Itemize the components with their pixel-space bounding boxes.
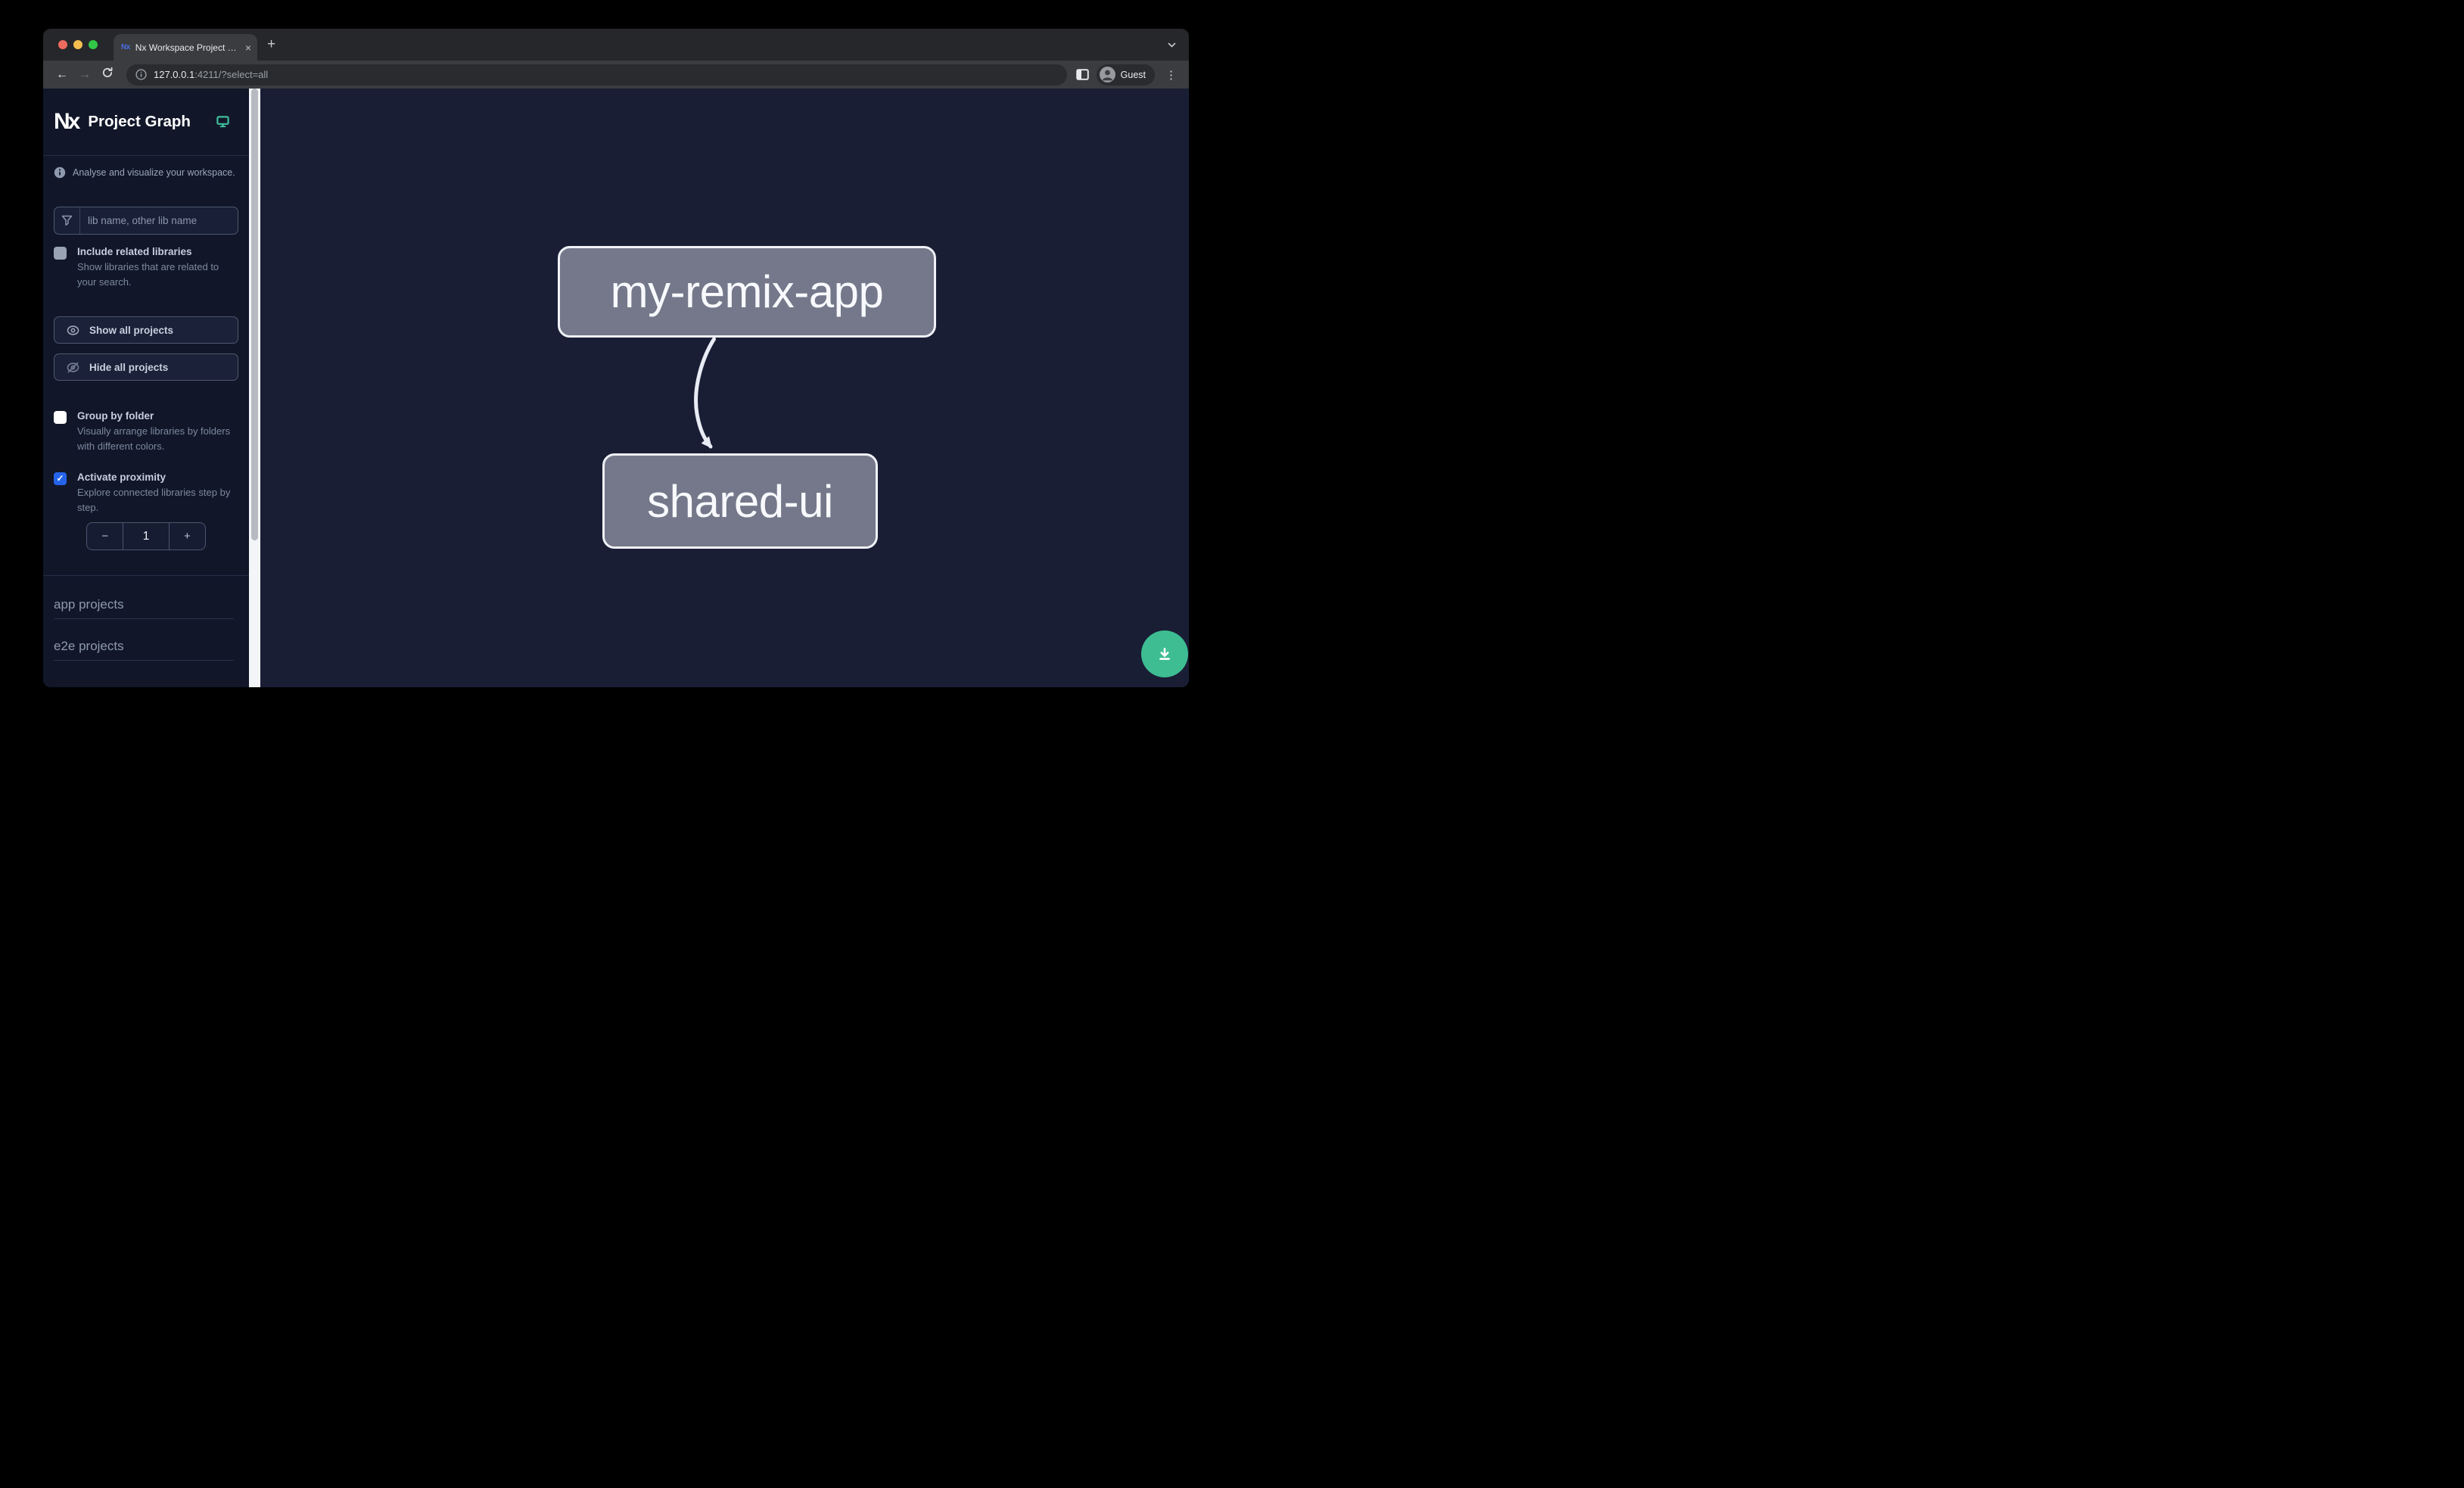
sidebar-divider [43,575,249,576]
activate-proximity-label: Activate proximity [77,472,166,483]
dependency-edge [694,337,716,449]
activate-proximity-option: ✓ Activate proximity Explore connected l… [43,472,249,515]
project-graph-canvas[interactable]: my-remix-app shared-ui [260,89,1189,687]
url-path: :4211/?select=all [194,69,269,80]
proximity-increment-button[interactable]: + [183,530,191,543]
sidebar-header: Nx Project Graph [43,89,249,156]
download-image-button[interactable] [1141,630,1188,677]
hide-all-projects-button[interactable]: Hide all projects [54,353,238,381]
include-related-checkbox[interactable] [54,247,67,260]
info-icon [54,167,66,179]
download-icon [1159,647,1170,660]
search-box [54,207,238,235]
group-by-folder-checkbox[interactable] [54,411,67,424]
tab-strip: Nx Nx Workspace Project Graph × + [43,29,1189,61]
reload-button[interactable] [98,67,117,82]
workspace-tagline: Analyse and visualize your workspace. [54,167,238,179]
browser-window: Nx Nx Workspace Project Graph × + ← → 12… [43,29,1189,687]
proximity-value: 1 [123,523,170,549]
scrollbar-track[interactable] [249,89,260,687]
group-by-folder-option: Group by folder Visually arrange librari… [43,410,249,453]
proximity-stepper: − 1 + [86,522,206,550]
hide-all-projects-label: Hide all projects [89,361,169,373]
profile-name: Guest [1120,69,1146,80]
url-text: 127.0.0.1:4211/?select=all [154,69,268,80]
browser-tab[interactable]: Nx Nx Workspace Project Graph × [114,34,257,61]
group-by-folder-label: Group by folder [77,410,154,422]
avatar [1099,67,1115,82]
activate-proximity-description: Explore connected libraries step by step… [77,487,231,513]
tab-title: Nx Workspace Project Graph [135,42,240,53]
proximity-decrement-button[interactable]: − [101,530,109,543]
nx-favicon-icon: Nx [121,43,130,51]
site-info-icon[interactable] [135,69,147,80]
profile-button[interactable]: Guest [1096,64,1155,86]
filter-icon [54,207,80,234]
group-by-folder-description: Visually arrange libraries by folders wi… [77,425,231,452]
eye-icon [67,325,79,335]
page-title: Project Graph [88,113,191,130]
desktop: Nx Nx Workspace Project Graph × + ← → 12… [0,0,1232,744]
rankdir-toggle-icon[interactable] [216,116,229,128]
close-window-button[interactable] [58,40,67,49]
close-tab-icon[interactable]: × [244,41,251,54]
section-e2e-projects: e2e projects [54,639,234,661]
browser-menu-button[interactable]: ⋮ [1165,68,1177,82]
include-related-description: Show libraries that are related to your … [77,261,219,288]
minimize-window-button[interactable] [73,40,82,49]
activate-proximity-checkbox[interactable]: ✓ [54,472,67,485]
show-all-projects-label: Show all projects [89,324,174,336]
scrollbar-thumb[interactable] [251,89,258,540]
tagline-text: Analyse and visualize your workspace. [73,167,235,178]
graph-node-my-remix-app[interactable]: my-remix-app [558,246,936,338]
address-bar[interactable]: 127.0.0.1:4211/?select=all [126,64,1067,86]
browser-toolbar: ← → 127.0.0.1:4211/?select=all Guest ⋮ [43,61,1189,89]
chevron-down-icon[interactable] [1167,40,1177,54]
section-app-projects: app projects [54,597,234,619]
show-all-projects-button[interactable]: Show all projects [54,316,238,344]
nx-logo: Nx [54,109,80,134]
new-tab-button[interactable]: + [267,36,276,52]
forward-button[interactable]: → [79,67,91,81]
include-related-option: Include related libraries Show libraries… [43,246,249,289]
back-button[interactable]: ← [56,67,68,81]
side-panel-button[interactable] [1075,69,1089,80]
fullscreen-window-button[interactable] [89,40,98,49]
url-host: 127.0.0.1 [154,69,195,80]
page-content: Nx Project Graph Analyse and visualize y… [43,89,1189,687]
include-related-label: Include related libraries [77,246,192,257]
window-controls [58,29,98,61]
graph-node-shared-ui[interactable]: shared-ui [602,453,878,549]
search-input[interactable] [80,207,238,234]
sidebar: Nx Project Graph Analyse and visualize y… [43,89,249,687]
eye-off-icon [67,362,79,372]
